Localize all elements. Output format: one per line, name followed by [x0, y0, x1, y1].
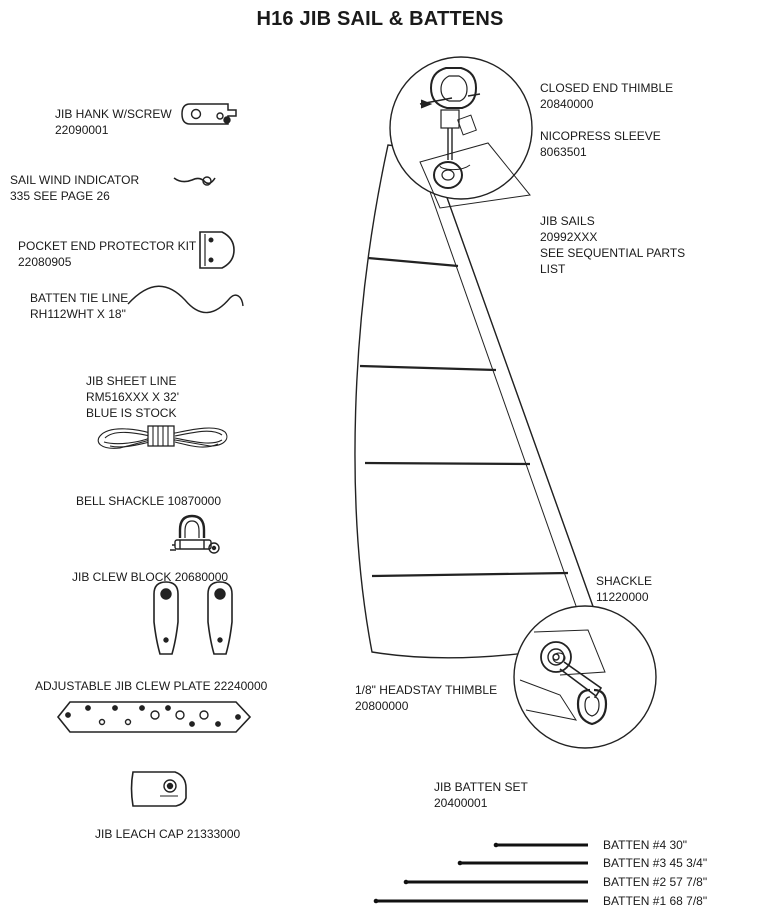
wind-indicator-label: SAIL WIND INDICATOR 335 SEE PAGE 26: [10, 172, 139, 204]
shackle-label: SHACKLE 11220000: [596, 573, 652, 605]
nicopress-number: 8063501: [540, 145, 587, 159]
jib-sheet-number: RM516XXX X 32': [86, 390, 180, 404]
pocket-protector-number: 22080905: [18, 255, 72, 269]
closed-thimble-name: CLOSED END THIMBLE: [540, 81, 674, 95]
batten-tie-label: BATTEN TIE LINE RH112WHT X 18": [30, 290, 128, 322]
batten-set-name: JIB BATTEN SET: [434, 780, 528, 794]
pocket-protector-name: POCKET END PROTECTOR KIT: [18, 239, 197, 253]
jib-hank-name: JIB HANK W/SCREW: [55, 107, 172, 121]
shackle-name: SHACKLE: [596, 574, 653, 588]
batten-3-label: BATTEN #3 45 3/4": [603, 856, 708, 870]
batten-2-label: BATTEN #2 57 7/8": [603, 875, 708, 889]
tack-detail-circle: [513, 605, 657, 749]
jib-hank-label: JIB HANK W/SCREW 22090001: [55, 106, 172, 138]
shackle-number: 11220000: [596, 590, 649, 604]
jib-sheet-note: BLUE IS STOCK: [86, 406, 177, 420]
jib-sails-number: 20992XXX: [540, 230, 598, 244]
jib-sail-illustration: [354, 144, 606, 659]
pocket-protector-icon: [199, 231, 235, 269]
nicopress-label: NICOPRESS SLEEVE 8063501: [540, 128, 661, 160]
wind-indicator-name: SAIL WIND INDICATOR: [10, 173, 140, 187]
headstay-thimble-number: 20800000: [355, 699, 409, 713]
jib-sails-label: JIB SAILS 20992XXX SEE SEQUENTIAL PARTS …: [540, 213, 685, 277]
jib-sails-note: SEE SEQUENTIAL PARTS: [540, 246, 686, 260]
jib-sheet-label: JIB SHEET LINE RM516XXX X 32' BLUE IS ST…: [86, 373, 179, 421]
wind-indicator-number: 335 SEE PAGE 26: [10, 189, 110, 203]
nicopress-name: NICOPRESS SLEEVE: [540, 129, 661, 143]
batten-set-label: JIB BATTEN SET 20400001: [434, 779, 528, 811]
page-title: H16 JIB SAIL & BATTENS: [256, 8, 504, 30]
wind-indicator-icon: [173, 176, 216, 186]
clew-block-label: JIB CLEW BLOCK 20680000: [72, 570, 229, 584]
clew-plate-icon: [56, 701, 252, 733]
closed-thimble-number: 20840000: [540, 97, 594, 111]
clew-block-icon: [153, 581, 233, 655]
batten-set-number: 20400001: [434, 796, 488, 810]
jib-sheet-name: JIB SHEET LINE: [86, 374, 177, 388]
batten-tie-name: BATTEN TIE LINE: [30, 291, 129, 305]
closed-thimble-label: CLOSED END THIMBLE 20840000: [540, 80, 673, 112]
batten-tie-number: RH112WHT X 18": [30, 307, 126, 321]
jib-hank-number: 22090001: [55, 123, 109, 137]
bell-shackle-icon: [170, 514, 220, 554]
jib-hank-icon: [181, 103, 237, 125]
sail-batten-lines: [359, 256, 569, 578]
headstay-thimble-name: 1/8" HEADSTAY THIMBLE: [355, 683, 498, 697]
tie-line-icon: [127, 285, 244, 314]
jib-sails-note-2: LIST: [540, 262, 566, 276]
leach-cap-label: JIB LEACH CAP 21333000: [95, 827, 241, 841]
head-detail-circle: [389, 56, 533, 209]
jib-sails-name: JIB SAILS: [540, 214, 595, 228]
bell-shackle-label: BELL SHACKLE 10870000: [76, 494, 221, 508]
leach-cap-icon: [130, 771, 187, 807]
batten-1-label: BATTEN #1 68 7/8": [603, 894, 708, 908]
pocket-protector-label: POCKET END PROTECTOR KIT 22080905: [18, 238, 196, 270]
sheet-line-icon: [97, 425, 228, 449]
batten-bars: [376, 843, 588, 903]
headstay-thimble-label: 1/8" HEADSTAY THIMBLE 20800000: [355, 682, 497, 714]
batten-4-label: BATTEN #4 30": [603, 838, 688, 852]
clew-plate-label: ADJUSTABLE JIB CLEW PLATE 22240000: [35, 679, 268, 693]
